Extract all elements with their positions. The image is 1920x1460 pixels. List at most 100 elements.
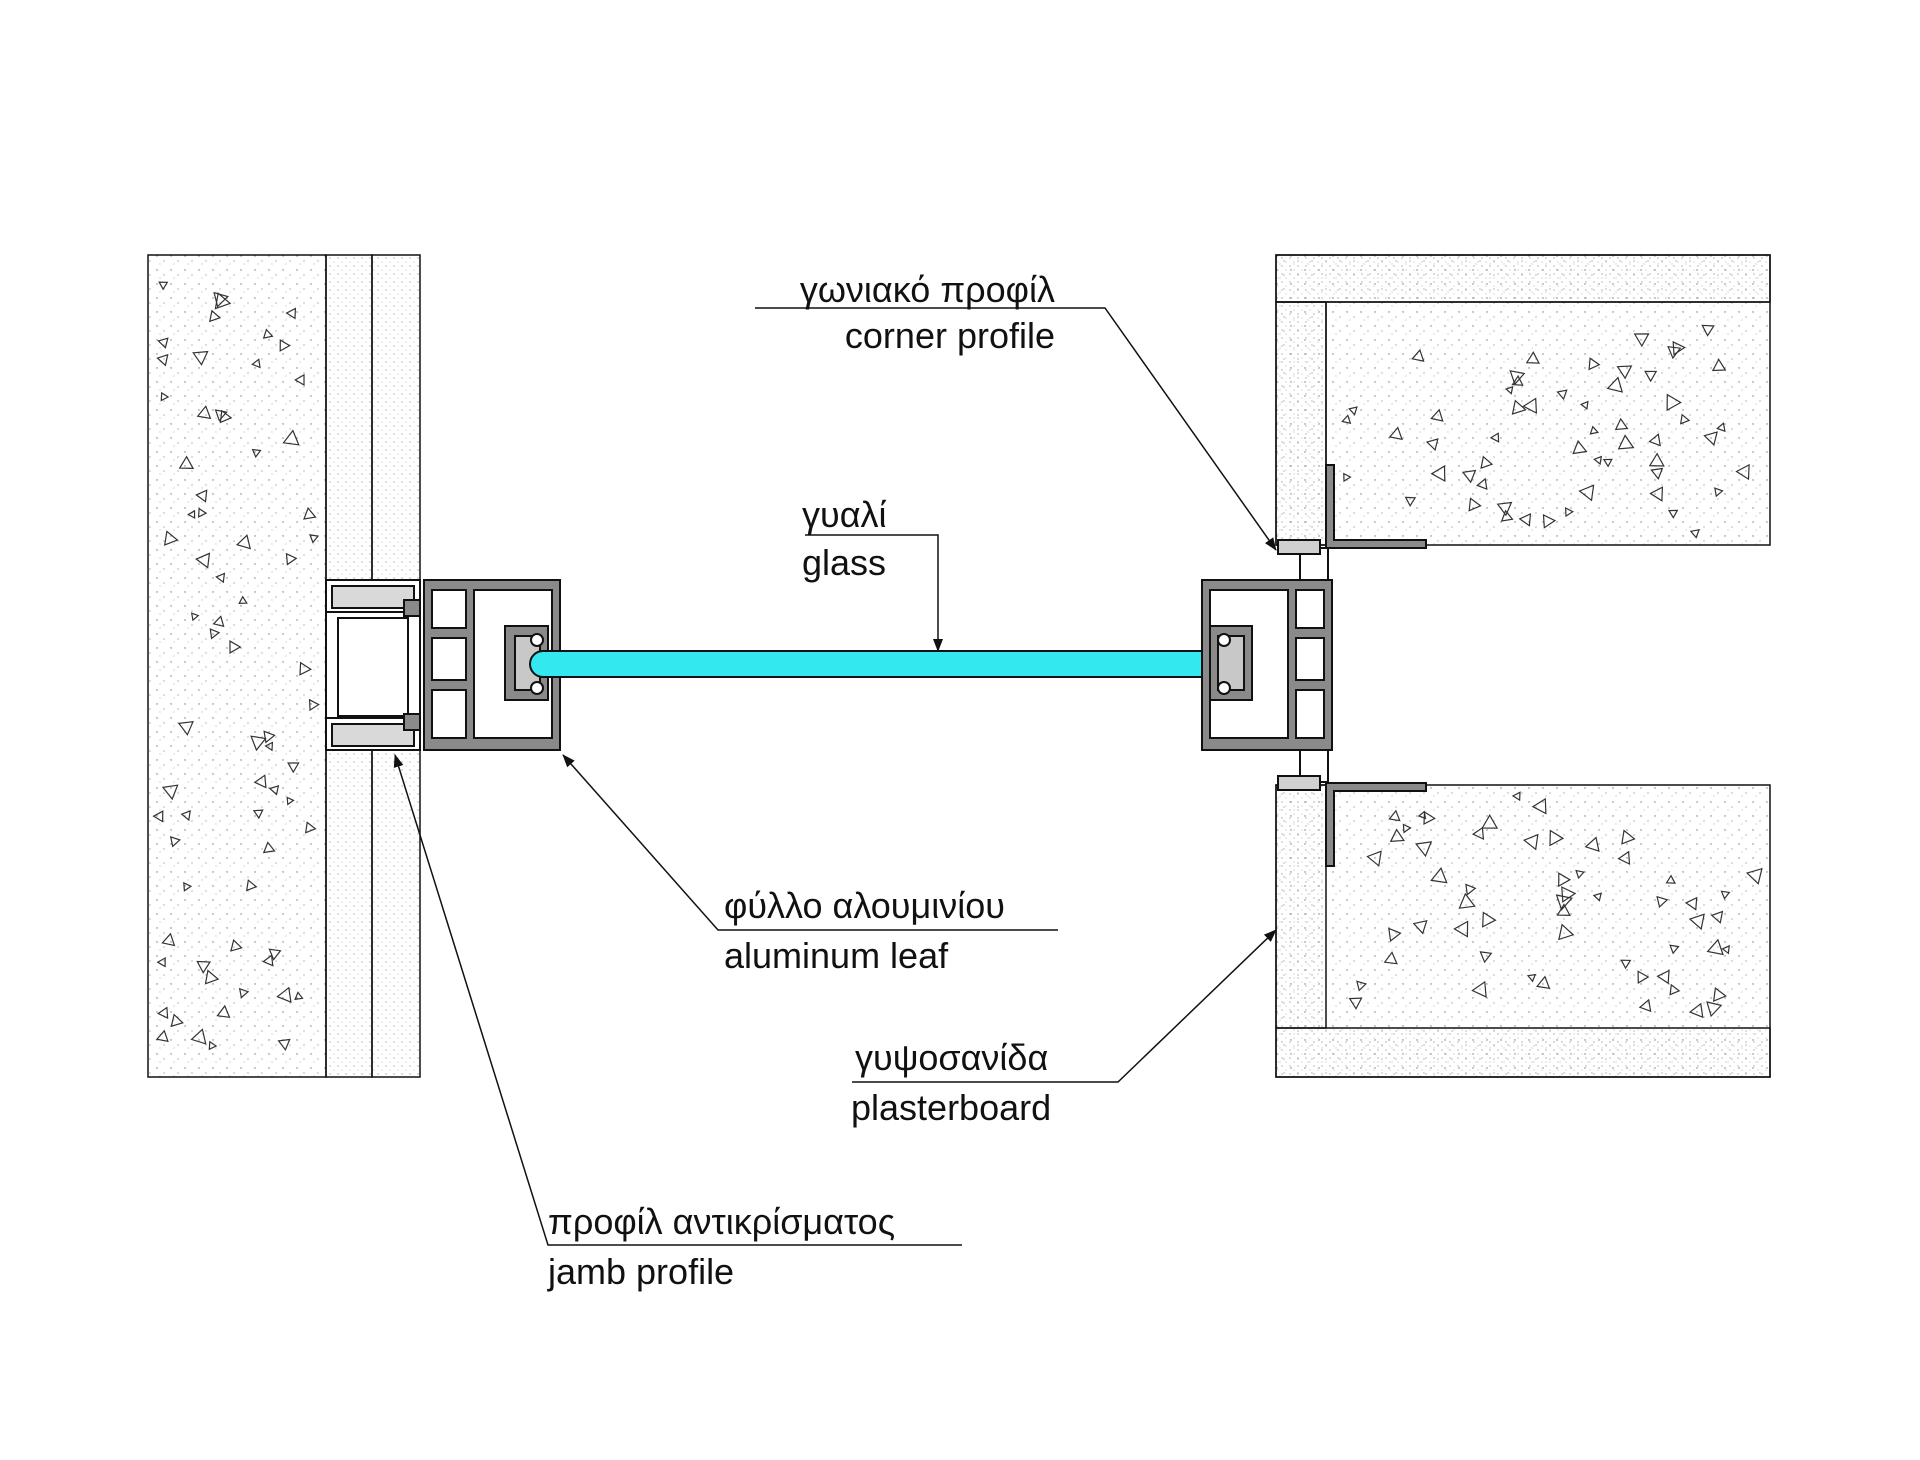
aggregate-mark xyxy=(1430,867,1448,884)
aggregate-mark xyxy=(285,552,298,566)
aggregate-mark xyxy=(1648,433,1661,447)
aggregate-mark xyxy=(1617,434,1635,450)
aggregate-mark xyxy=(268,785,280,796)
jamb-profile-greek-label: προφίλ αντικρίσματος xyxy=(548,1201,896,1242)
aggregate-mark xyxy=(214,409,228,422)
aggregate-mark xyxy=(1575,869,1585,880)
aggregate-mark xyxy=(190,612,200,622)
aggregate-mark xyxy=(1578,484,1595,502)
aggregate-mark xyxy=(209,309,222,323)
aggregate-mark xyxy=(251,448,262,459)
leader-glass xyxy=(805,534,943,652)
aggregate-mark xyxy=(1579,400,1589,411)
aggregate-mark xyxy=(1701,324,1715,337)
aggregate-mark xyxy=(1496,501,1513,517)
aggregate-mark xyxy=(156,353,169,367)
aggregate-mark xyxy=(1482,911,1497,928)
aggregate-mark xyxy=(1667,345,1682,360)
aggregate-mark xyxy=(250,735,267,752)
aggregate-mark xyxy=(1584,836,1600,852)
aggregate-mark xyxy=(251,358,261,369)
aggregate-mark xyxy=(262,841,276,854)
aggregate-mark xyxy=(152,810,164,823)
aggregate-mark xyxy=(245,879,258,892)
aggregate-mark xyxy=(180,809,191,822)
aggregate-mark xyxy=(1511,791,1521,802)
aluminum-leaf-english-label: aluminum leaf xyxy=(724,935,949,976)
aggregate-mark xyxy=(170,1013,184,1028)
aggregate-mark xyxy=(158,281,169,291)
aggregate-mark xyxy=(204,969,220,985)
aggregate-mark xyxy=(1476,477,1488,491)
aggregate-mark xyxy=(1511,399,1527,415)
aggregate-mark xyxy=(1479,951,1493,964)
aggregate-mark xyxy=(1638,998,1652,1013)
aggregate-mark xyxy=(1461,469,1477,484)
aggregate-mark xyxy=(1366,850,1382,867)
aggregate-mark xyxy=(1684,896,1698,911)
aggregate-mark xyxy=(1471,826,1485,840)
aggregate-mark xyxy=(155,1029,169,1043)
aggregate-mark xyxy=(216,1004,231,1019)
aggregate-mark xyxy=(1468,497,1482,512)
aggregate-mark xyxy=(1706,1001,1723,1018)
aggregate-mark xyxy=(263,730,276,744)
jamb-profile-shape xyxy=(325,579,421,751)
aggregate-mark xyxy=(1616,365,1633,380)
aggregate-mark xyxy=(1481,813,1499,829)
aggregate-mark xyxy=(197,507,208,518)
aggregate-mark xyxy=(1644,370,1658,383)
aggregate-mark xyxy=(1649,486,1664,502)
aggregate-mark xyxy=(161,932,176,947)
glass-pane xyxy=(529,650,1235,678)
aggregate-mark xyxy=(1425,438,1439,452)
aggregate-mark xyxy=(1411,348,1425,362)
aggregate-mark xyxy=(308,698,320,712)
aggregate-mark xyxy=(1511,374,1524,386)
aggregate-mark xyxy=(299,661,313,676)
aggregate-mark xyxy=(1572,439,1588,455)
aggregate-mark xyxy=(264,741,274,752)
aggregate-mark xyxy=(303,506,317,520)
aggregate-mark xyxy=(1656,895,1669,909)
aggregate-mark xyxy=(1592,892,1602,902)
aggregate-mark xyxy=(1602,458,1613,468)
aggregate-mark xyxy=(208,1040,218,1051)
aggregate-mark xyxy=(294,991,304,1001)
aggregate-mark xyxy=(253,774,267,789)
aggregate-mark xyxy=(279,339,291,352)
aggregate-mark xyxy=(1341,414,1352,425)
aggregate-mark xyxy=(1621,829,1636,845)
aggregate-mark xyxy=(1453,920,1469,938)
aggregate-mark xyxy=(1711,358,1727,372)
aggregate-mark xyxy=(1522,397,1538,415)
aggregate-mark xyxy=(1648,452,1665,467)
corner-profile-greek-label: γωνιακό προφίλ xyxy=(799,269,1055,310)
aggregate-mark xyxy=(285,307,297,320)
aggregate-mark xyxy=(277,1038,291,1051)
aggregate-mark xyxy=(1549,829,1565,847)
aggregate-mark xyxy=(213,291,229,308)
aggregate-mark xyxy=(161,784,179,801)
aggregate-mark xyxy=(1721,944,1730,955)
aggregate-mark xyxy=(1558,923,1575,941)
aggregate-mark xyxy=(282,429,300,446)
leader-plasterboard xyxy=(852,929,1277,1083)
aggregate-mark xyxy=(195,552,211,569)
aggregate-mark xyxy=(1633,333,1650,348)
aggregate-mark xyxy=(1688,913,1705,931)
aggregate-mark xyxy=(309,534,320,544)
aggregate-mark xyxy=(1667,509,1679,519)
aggregate-mark xyxy=(262,954,274,967)
leader-corner-profile xyxy=(755,307,1277,551)
right-upper-wall xyxy=(1275,254,1771,546)
aggregate-mark xyxy=(1389,828,1405,842)
leader-aluminum-leaf xyxy=(562,754,1058,931)
aggregate-mark xyxy=(1383,951,1398,965)
aggregate-mark xyxy=(1356,980,1368,992)
left-masonry-wall xyxy=(147,254,327,1078)
aggregate-mark xyxy=(1558,872,1572,888)
aggregate-mark xyxy=(276,986,292,1004)
glass-greek-label: γυαλί xyxy=(802,494,887,535)
